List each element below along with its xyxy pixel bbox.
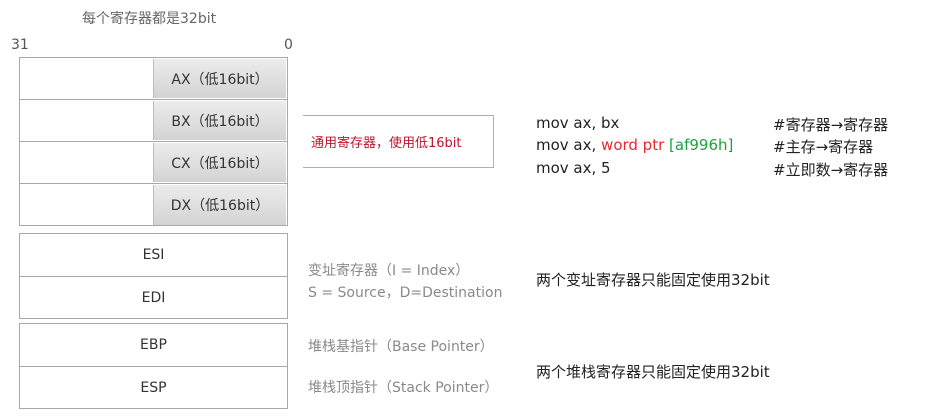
stack-register-note: 两个堆栈寄存器只能固定使用32bit (536, 363, 770, 381)
code-line-3: mov ax, 5 (536, 159, 611, 177)
register-edi: EDI (20, 276, 287, 318)
code-comment-2: #主存→寄存器 (773, 138, 874, 156)
register-row-bx: BX（低16bit） (20, 100, 287, 142)
code-comment-3: #立即数→寄存器 (773, 161, 889, 179)
register-ax-low: AX（低16bit） (153, 59, 286, 98)
register-esp: ESP (20, 366, 287, 408)
index-register-block: ESI EDI (19, 233, 288, 319)
register-cx-low: CX（低16bit） (153, 143, 286, 182)
code-line-1-text: mov ax, bx (536, 114, 620, 132)
register-esi: ESI (142, 247, 165, 263)
code-comment-1: #寄存器→寄存器 (773, 116, 889, 134)
register-ebp: EBP (140, 337, 167, 353)
index-register-sublabel: S = Source，D=Destination (308, 285, 503, 301)
code-line-3-text: mov ax, 5 (536, 159, 611, 177)
register-dx-low: DX（低16bit） (153, 185, 286, 225)
index-register-note: 两个变址寄存器只能固定使用32bit (536, 271, 770, 289)
register-bx-low: BX（低16bit） (153, 101, 286, 140)
register-row-cx: CX（低16bit） (20, 142, 287, 184)
bit-low-label: 0 (284, 37, 293, 53)
register-row-dx: DX（低16bit） (20, 184, 287, 226)
diagram-title: 每个寄存器都是32bit (82, 11, 217, 27)
stack-register-block: EBP ESP (19, 323, 288, 409)
general-register-block: AX（低16bit） BX（低16bit） CX（低16bit） DX（低16b… (19, 57, 288, 226)
stack-base-label: 堆栈基指针（Base Pointer） (308, 339, 494, 355)
code-line-2-address: [af996h] (664, 136, 734, 154)
stack-top-label: 堆栈顶指针（Stack Pointer） (308, 380, 499, 396)
general-register-note: 通用寄存器，使用低16bit (303, 115, 494, 168)
register-row-ax: AX（低16bit） (20, 58, 287, 100)
code-line-1: mov ax, bx (536, 114, 619, 132)
code-line-2: mov ax, word ptr [af996h] (536, 136, 733, 154)
code-line-2-text: mov ax, (536, 136, 602, 154)
code-line-2-ptr: word ptr (601, 136, 665, 154)
bit-high-label: 31 (11, 37, 29, 53)
index-register-label: 变址寄存器（I = Index） (308, 263, 470, 279)
